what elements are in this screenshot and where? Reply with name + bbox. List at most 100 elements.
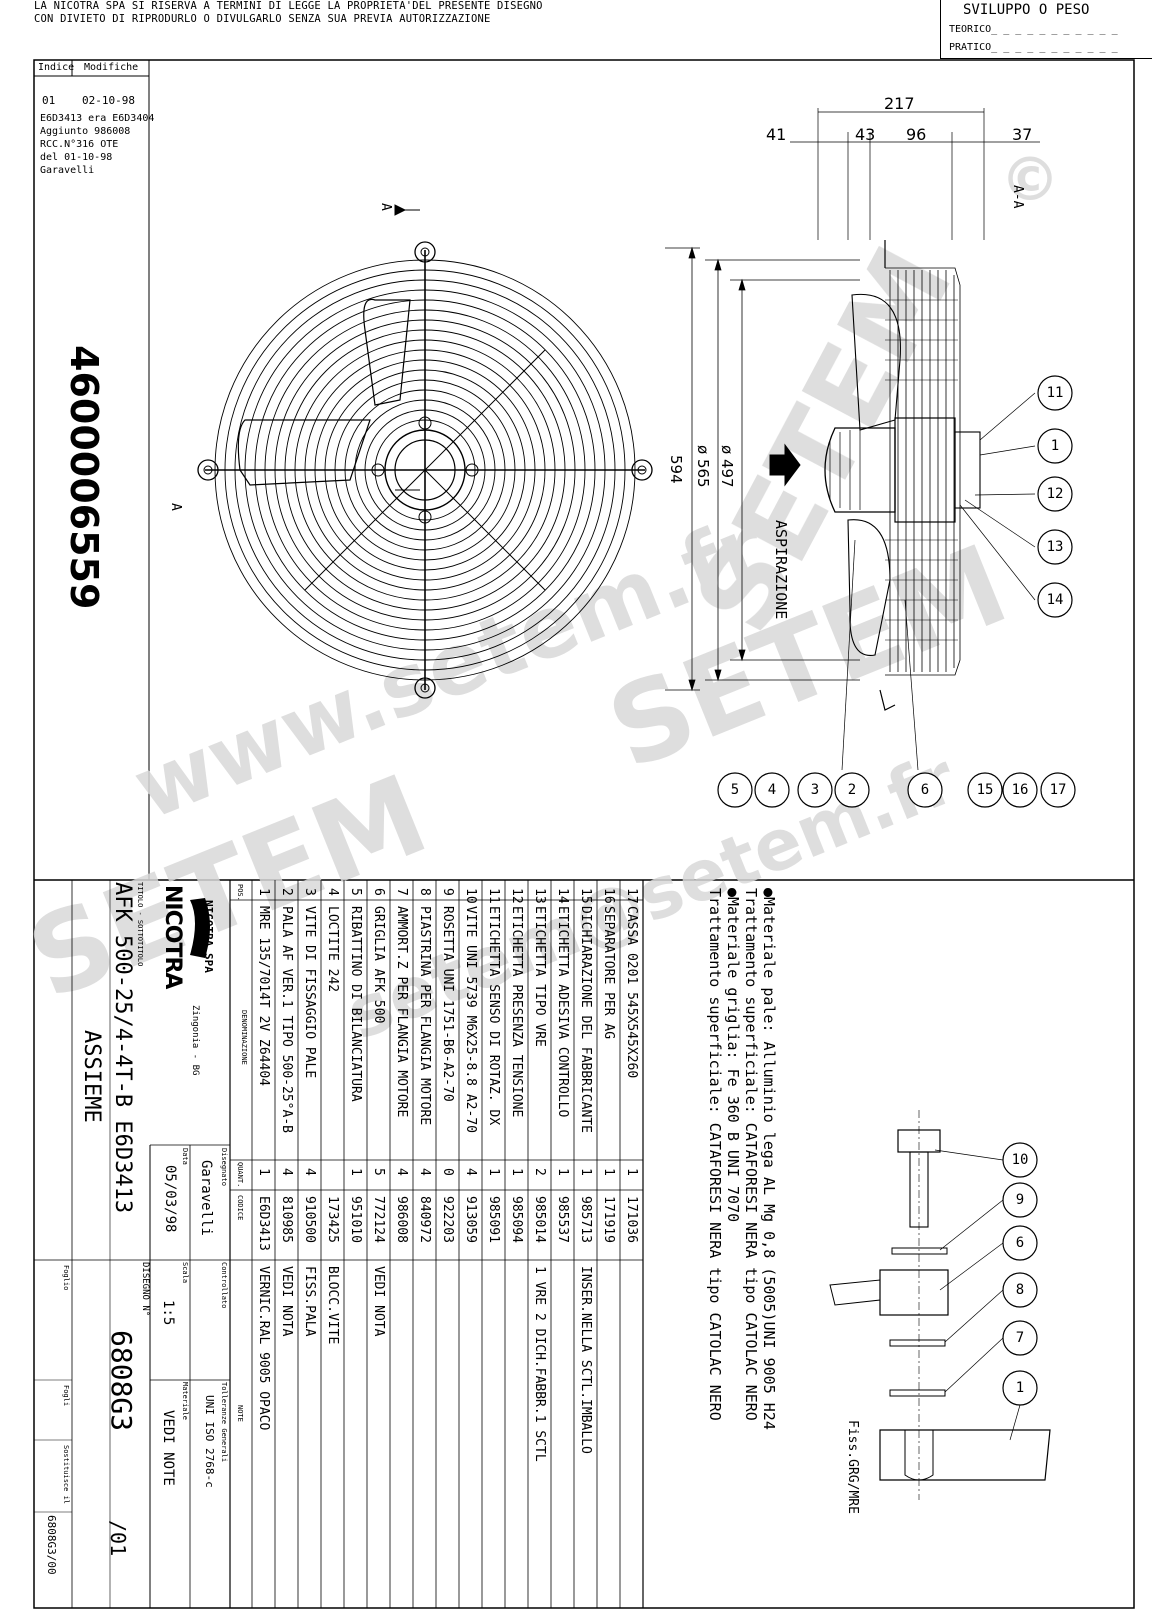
dim-497-label: ø 497 [718,445,736,488]
bom-code: 772124 [371,1196,386,1243]
bom-pos: 7 [394,888,409,896]
balloon-label: 5 [730,782,740,798]
bom-qty: 4 [302,1168,317,1176]
balloon-label: 11 [1046,385,1064,401]
bom-note: BLOCC.VITE [325,1266,340,1345]
bom-pos: 10 [463,888,478,904]
bom-header-pos: POS. [236,884,244,901]
bom-qty: 1 [256,1168,271,1176]
bom-qty: 1 [509,1168,524,1176]
legal-line: CON DIVIETO DI RIPRODURLO O DIVULGARLO S… [34,13,491,25]
dim-37: 37 [1012,125,1033,144]
drawing-number-label: DISEGNO N° [140,1262,150,1317]
drawing-date: 05/03/98 [162,1165,178,1233]
bom-pos: 8 [417,888,432,896]
bom-code: 840972 [417,1196,432,1243]
bom-qty: 5 [371,1168,386,1176]
bom-desc: CASSA 0201 545X545X260 [624,906,639,1079]
bom-desc: MRE 135/7014T 2V Z64404 [256,906,271,1087]
company-logo-text: NICOTRA [160,885,185,989]
dim-217: 217 [884,94,915,113]
bom-code: 173425 [325,1196,340,1243]
balloon-label: 3 [810,782,820,798]
note-line: Trattamento superficiale: CATAFORESI NER… [706,888,724,1421]
bom-desc: SEPARATORE PER AG [601,906,616,1040]
bom-pos: 5 [348,888,363,896]
bom-code: 171036 [624,1196,639,1243]
bom-desc: PALA AF VER.1 TIPO 500-25°A-B [279,906,294,1133]
drawing-title: AFK 500-25/4-4T-B E6D3413 [110,882,135,1214]
bom-note: VERNIC.RAL 9005 OPACO [256,1266,271,1431]
dim-96: 96 [906,125,927,144]
bom-pos: 2 [279,888,294,896]
part-number: 4600006559 [62,345,106,610]
bom-code: 985537 [555,1196,570,1243]
bom-note: INSER.NELLA SCTL.IMBALLO [578,1266,593,1454]
drawing-revision: /01 [106,1520,130,1557]
bom-qty: 2 [532,1168,547,1176]
revision-header-index: Indice [38,62,75,73]
weight-pratico: PRATICO_ _ _ _ _ _ _ _ _ _ _ [949,42,1118,53]
dim-565 [705,258,860,682]
bom-desc: ETICHETTA PRESENZA TENSIONE [509,906,524,1118]
bom-pos: 12 [509,888,524,904]
balloon-label: 8 [1015,1282,1025,1298]
bom-pos: 16 [601,888,616,904]
bom-qty: 1 [486,1168,501,1176]
revision-note-line: E6D3413 era E6D3404 [40,113,155,124]
bom-code: 985713 [578,1196,593,1243]
revision-note-line: del 01-10-98 [40,152,113,163]
bom-qty: 0 [440,1168,455,1176]
bom-note: VEDI NOTA [279,1266,294,1337]
revision-index: 01 [42,94,56,107]
balloon-label: 9 [1015,1192,1025,1208]
balloon-label: 7 [1015,1330,1025,1346]
dim-594-label: 594 [667,455,685,484]
drawing-number: 6808G3 [105,1330,138,1432]
drawing-scale: 1:5 [160,1300,176,1326]
bom-header-qty: QUANT. [236,1162,244,1188]
bom-desc: VITE UNI 5739 M6X25-8.8 A2-70 [463,906,478,1133]
bom-desc: AMMORT.Z PER FLANGIA MOTORE [394,906,409,1118]
weight-box: SVILUPPO O PESO TEORICO_ _ _ _ _ _ _ _ _… [940,0,1152,59]
nicotra-logo [190,898,210,958]
bom-code: 910500 [302,1196,317,1243]
section-a-top: A [378,203,393,211]
bom-code: 913059 [463,1196,478,1243]
dim-41: 41 [766,125,787,144]
note-line: Trattamento superficiale: CATAFORESI NER… [742,888,760,1421]
bom-desc: ETICHETTA TIPO VRE [532,906,547,1047]
watermark-text: © [1000,145,1060,215]
tolerance-label: Tolleranze Generali [220,1382,228,1463]
material-label: Materiale [181,1382,189,1420]
bom-pos: 14 [555,888,570,904]
bom-pos: 13 [532,888,547,904]
bom-desc: GRIGLIA AFK 500 [371,906,386,1024]
bom-note: FISS.PALA [302,1266,317,1337]
bom-code: 810985 [279,1196,294,1243]
bom-header-desc: DENOMINAZIONE [240,1010,248,1065]
balloon-label: 4 [767,782,777,798]
bom-desc: RIBATTINO DI BILANCIATURA [348,906,363,1102]
company-name: NICOTRA SPA [202,900,215,973]
balloon-label: 6 [920,782,930,798]
weight-box-title: SVILUPPO O PESO [963,2,1090,18]
bom-code: 922203 [440,1196,455,1243]
balloon-label: 15 [976,782,994,798]
dim-497 [730,278,860,662]
bom-qty: 1 [624,1168,639,1176]
bom-code: 985091 [486,1196,501,1243]
bom-note: VEDI NOTA [371,1266,386,1337]
bom-desc: PIASTRINA PER FLANGIA MOTORE [417,906,432,1126]
bom-desc: ETICHETTA ADESIVA CONTROLLO [555,906,570,1118]
front-view [197,204,653,699]
note-line: ●Materiale pale: Alluminio lega AL Mg 0,… [760,888,778,1430]
drawing-frame [33,59,1135,1609]
bom-header-note: NOTE [236,1405,244,1422]
bom-desc: ROSETTA UNI 1751-B6-A2-70 [440,906,455,1102]
revision-note-line: Garavelli [40,165,95,176]
dim-565-label: ø 565 [694,445,712,488]
bom-qty: 1 [601,1168,616,1176]
bom-desc: DICHIARAZIONE DEL FABBRICANTE [578,906,593,1133]
fixing-detail [829,1110,1051,1500]
